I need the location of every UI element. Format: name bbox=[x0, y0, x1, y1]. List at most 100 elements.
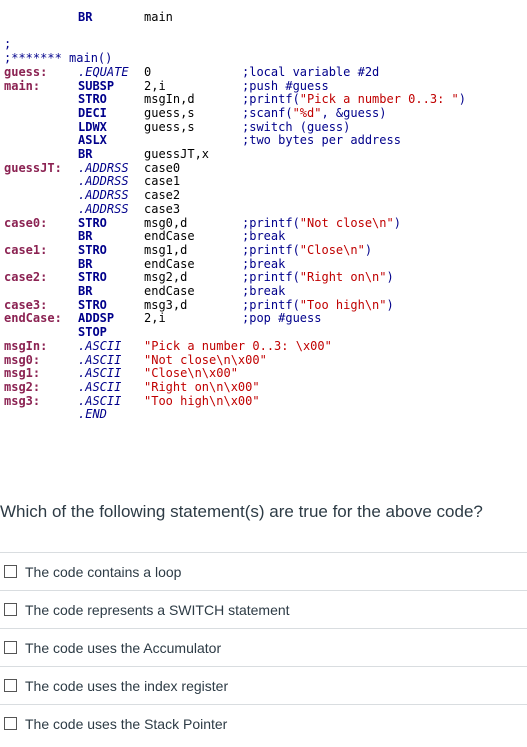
code-comment: ;push #guess bbox=[242, 78, 329, 93]
code-mnemonic: STOP bbox=[78, 325, 107, 340]
code-comment: ;printf("Pick a number 0..3: ") bbox=[242, 92, 466, 106]
code-mnemonic: BR bbox=[78, 284, 93, 298]
question-text: Which of the following statement(s) are … bbox=[0, 502, 483, 521]
code-label: msg3: bbox=[4, 393, 41, 408]
code-operand: guess,s bbox=[144, 119, 195, 134]
code-comment: ;break bbox=[242, 229, 286, 244]
answer-option[interactable]: The code uses the index register bbox=[0, 666, 527, 704]
answer-option[interactable]: The code contains a loop bbox=[0, 552, 527, 590]
code-comment: ;printf("Not close\n") bbox=[242, 216, 401, 230]
code-comment-text: ;printf( bbox=[242, 242, 300, 257]
code-operand: case0 bbox=[144, 160, 181, 175]
code-comment-string: "Not close\n" bbox=[299, 215, 394, 230]
code-comment-string: "Close\n" bbox=[299, 242, 365, 257]
code-comment-text: ;printf( bbox=[242, 297, 300, 312]
code-mnemonic: BR bbox=[78, 147, 93, 161]
code-operand: "Too high\n\x00" bbox=[144, 393, 260, 408]
code-operand: endCase bbox=[144, 229, 195, 244]
code-label: case1: bbox=[4, 242, 48, 257]
code-operand: 2,i bbox=[144, 78, 166, 93]
checkbox[interactable] bbox=[4, 641, 17, 654]
code-mnemonic: .ASCII bbox=[78, 352, 122, 367]
code-mnemonic: .ADDRSS bbox=[78, 188, 129, 203]
checkbox[interactable] bbox=[4, 679, 17, 692]
code-label: case2: bbox=[4, 270, 48, 285]
code-comment-string: "Too high\n" bbox=[299, 297, 387, 312]
code-mnemonic: STRO bbox=[78, 92, 107, 107]
code-comment: ;printf("Right on\n") bbox=[242, 270, 394, 284]
code-mnemonic: STRO bbox=[78, 215, 107, 230]
code-mnemonic: ADDSP bbox=[78, 311, 115, 326]
code-label: endCase: bbox=[4, 311, 62, 326]
code-label: msg2: bbox=[4, 379, 41, 394]
code-label: case3: bbox=[4, 297, 48, 312]
code-comment: ;switch (guess) bbox=[242, 119, 351, 134]
code-label: msg1: bbox=[4, 366, 41, 381]
code-comment-string: "Pick a number 0..3: " bbox=[299, 92, 459, 107]
checkbox[interactable] bbox=[4, 565, 17, 578]
answer-option[interactable]: The code uses the Stack Pointer bbox=[0, 704, 527, 742]
code-mnemonic: .ASCII bbox=[78, 338, 122, 353]
code-operand: "Not close\n\x00" bbox=[144, 352, 267, 367]
code-operand: case1 bbox=[144, 174, 181, 189]
code-comment: ;scanf("%d", &guess) bbox=[242, 106, 387, 120]
code-mnemonic: .ASCII bbox=[78, 393, 122, 408]
code-operand: 0 bbox=[144, 64, 152, 79]
code-operand: case2 bbox=[144, 188, 181, 203]
code-comment: ;printf("Close\n") bbox=[242, 243, 372, 257]
answer-option[interactable]: The code uses the Accumulator bbox=[0, 628, 527, 666]
code-label: msg0: bbox=[4, 352, 41, 367]
answer-option-label[interactable]: The code uses the Accumulator bbox=[25, 639, 222, 656]
code-comment-text: ) bbox=[458, 92, 466, 107]
code-operand: "Right on\n\x00" bbox=[144, 379, 260, 394]
code-comment-text: ;printf( bbox=[242, 270, 300, 285]
code-comment-text: , &guess) bbox=[321, 105, 387, 120]
code-operand: main bbox=[144, 10, 173, 24]
code-mnemonic: .ASCII bbox=[78, 366, 122, 381]
code-comment-line: ;******* main() bbox=[4, 51, 113, 66]
answer-option[interactable]: The code represents a SWITCH statement bbox=[0, 590, 527, 628]
code-comment-text: ;printf( bbox=[242, 92, 300, 107]
code-comment: ;two bytes per address bbox=[242, 133, 401, 148]
code-label: msgIn: bbox=[4, 338, 48, 353]
answer-option-label[interactable]: The code represents a SWITCH statement bbox=[25, 601, 290, 618]
code-mnemonic: BR bbox=[78, 229, 93, 244]
checkbox[interactable] bbox=[4, 717, 17, 730]
code-mnemonic: .EQUATE bbox=[78, 64, 129, 79]
answer-option-label[interactable]: The code contains a loop bbox=[25, 563, 182, 580]
checkbox[interactable] bbox=[4, 603, 17, 616]
code-operand: "Close\n\x00" bbox=[144, 366, 238, 381]
code-comment-text: ;printf( bbox=[242, 215, 300, 230]
code-operand: guessJT,x bbox=[144, 147, 210, 161]
code-label: main: bbox=[4, 78, 41, 93]
code-mnemonic: .ADDRSS bbox=[78, 160, 129, 175]
code-operand: case3 bbox=[144, 201, 181, 216]
code-comment-line: ; bbox=[4, 37, 12, 52]
code-mnemonic: BR bbox=[78, 256, 93, 271]
code-operand: msg0,d bbox=[144, 215, 188, 230]
code-comment: ;break bbox=[242, 284, 286, 298]
code-mnemonic: ASLX bbox=[78, 133, 107, 148]
answer-option-label[interactable]: The code uses the index register bbox=[25, 677, 229, 694]
code-comment: ;break bbox=[242, 256, 286, 271]
code-mnemonic: BR bbox=[78, 10, 93, 24]
code-operand: guess,s bbox=[144, 105, 195, 120]
code-mnemonic: .END bbox=[78, 407, 107, 422]
code-mnemonic: STRO bbox=[78, 270, 107, 285]
code-label: case0: bbox=[4, 215, 48, 230]
code-operand: msg2,d bbox=[144, 270, 188, 285]
code-mnemonic: .ADDRSS bbox=[78, 174, 129, 189]
code-mnemonic: DECI bbox=[78, 105, 107, 120]
code-mnemonic: STRO bbox=[78, 297, 107, 312]
code-comment-text: ) bbox=[386, 270, 394, 285]
code-mnemonic: .ASCII bbox=[78, 379, 122, 394]
code-comment-text: ) bbox=[386, 297, 394, 312]
code-comment-string: "Right on\n" bbox=[299, 270, 387, 285]
code-operand: 2,i bbox=[144, 311, 166, 326]
code-mnemonic: STRO bbox=[78, 242, 107, 257]
answer-option-label[interactable]: The code uses the Stack Pointer bbox=[25, 715, 228, 732]
code-mnemonic: .ADDRSS bbox=[78, 201, 129, 216]
code-mnemonic: LDWX bbox=[78, 119, 107, 134]
